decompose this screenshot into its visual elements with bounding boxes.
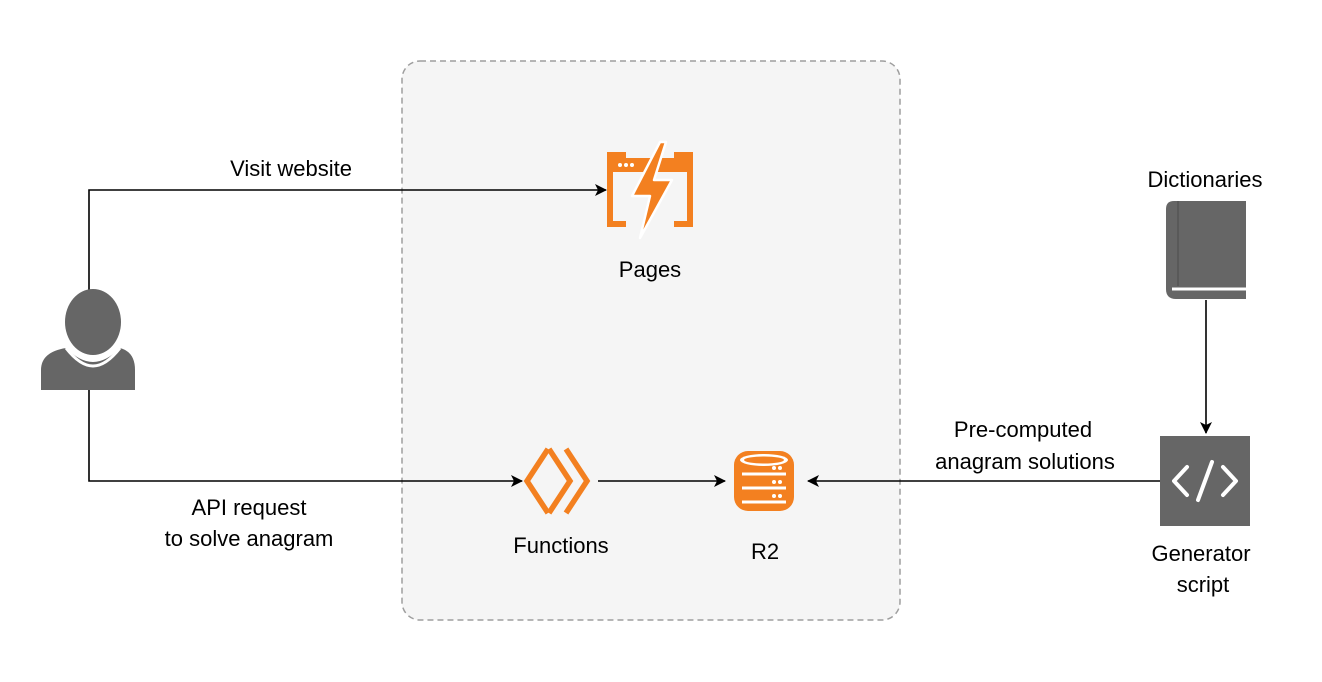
pages-label: Pages: [618, 257, 682, 282]
edge-label-visit-website: Visit website: [230, 156, 352, 181]
edge-api-request: [88, 390, 523, 487]
code-icon: [1160, 436, 1250, 526]
cloudflare-container: [401, 60, 901, 621]
book-icon: [1166, 201, 1246, 299]
dictionaries-label: Dictionaries: [1147, 167, 1263, 192]
functions-label: Functions: [513, 533, 609, 558]
edge-label-api-line2: to solve anagram: [164, 526, 334, 551]
user-icon: [41, 289, 135, 390]
edge-label-precomputed-line1: Pre-computed: [953, 417, 1093, 442]
functions-chevrons-icon: [523, 447, 591, 515]
edge-visit-website: [88, 184, 607, 294]
edge-label-api-line1: API request: [191, 495, 307, 520]
database-icon: [734, 451, 794, 511]
generator-label-line1: Generator: [1151, 541, 1251, 566]
r2-label: R2: [750, 539, 780, 564]
edge-label-precomputed-line2: anagram solutions: [935, 449, 1115, 474]
pages-lightning-icon: [607, 140, 693, 240]
generator-label-line2: script: [1176, 572, 1230, 597]
